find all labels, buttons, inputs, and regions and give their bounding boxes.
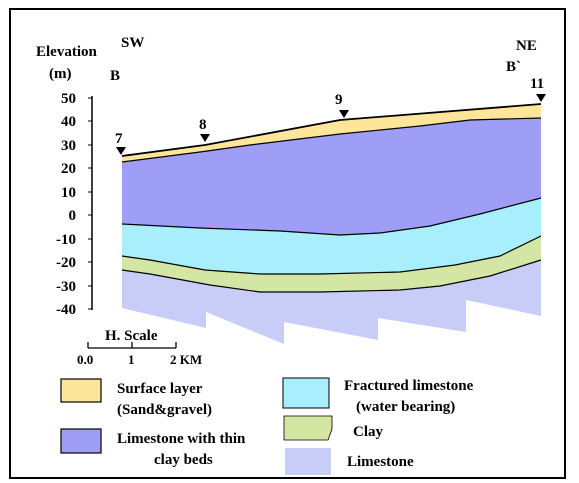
y-tick-label: 30	[61, 138, 76, 154]
well-markers	[116, 94, 546, 155]
well-marker-8	[200, 134, 210, 142]
scale-tick-1: 1	[128, 352, 135, 367]
layer-limestone-clay-beds	[122, 118, 541, 235]
y-tick-label: -10	[56, 232, 76, 248]
well-marker-9	[339, 110, 349, 118]
y-tick-label: 10	[61, 185, 76, 201]
scale-tick-2: 2 KM	[170, 352, 202, 367]
well-label-9: 9	[335, 92, 343, 108]
y-tick-label: -30	[56, 279, 76, 295]
y-ticks	[88, 97, 92, 310]
elevation-label: Elevation	[36, 44, 97, 60]
legend-swatch-limestone	[285, 448, 331, 475]
y-tick-label: -20	[56, 255, 76, 271]
well-label-8: 8	[199, 117, 207, 133]
layer-clay	[122, 236, 541, 292]
y-tick-label: 0	[69, 208, 77, 224]
ne-label: NE	[516, 38, 537, 54]
layer-fractured-limestone	[122, 198, 541, 274]
layer-boundaries	[121, 103, 542, 293]
legend-swatch-clay-beds	[60, 428, 102, 454]
y-tick-label: 50	[61, 91, 76, 107]
scale-title: H. Scale	[105, 328, 158, 344]
legend-surface-line1: Surface layer	[117, 381, 203, 397]
layer-surface	[122, 104, 541, 162]
y-tick-label: 40	[61, 114, 76, 130]
legend-swatch-surface	[60, 378, 102, 403]
units-label: (m)	[49, 66, 72, 82]
y-tick-label: 20	[61, 161, 76, 177]
legend-surface-line2: (Sand&gravel)	[117, 402, 212, 418]
legend-swatch-clay	[283, 415, 333, 441]
legend: Surface layer (Sand&gravel) Fractured li…	[60, 377, 474, 475]
legend-clay-line1: Clay	[353, 424, 384, 440]
well-label-7: 7	[115, 131, 123, 147]
legend-clay-beds-line1: Limestone with thin	[117, 431, 246, 447]
legend-clay-beds-line2: clay beds	[154, 452, 213, 468]
legend-limestone-line1: Limestone	[347, 454, 414, 470]
b-prime-label: B`	[506, 59, 521, 75]
legend-fractured-line2: (water bearing)	[356, 399, 455, 415]
sw-label: SW	[121, 35, 144, 51]
well-label-11: 11	[530, 76, 544, 92]
legend-swatch-fractured	[282, 377, 330, 409]
well-marker-11	[536, 94, 546, 102]
legend-fractured-line1: Fractured limestone	[344, 378, 474, 394]
well-marker-7	[116, 147, 126, 155]
scale-bar	[87, 342, 177, 349]
b-label: B	[110, 68, 120, 84]
scale-tick-0: 0.0	[77, 352, 93, 367]
y-tick-label: -40	[56, 302, 76, 318]
